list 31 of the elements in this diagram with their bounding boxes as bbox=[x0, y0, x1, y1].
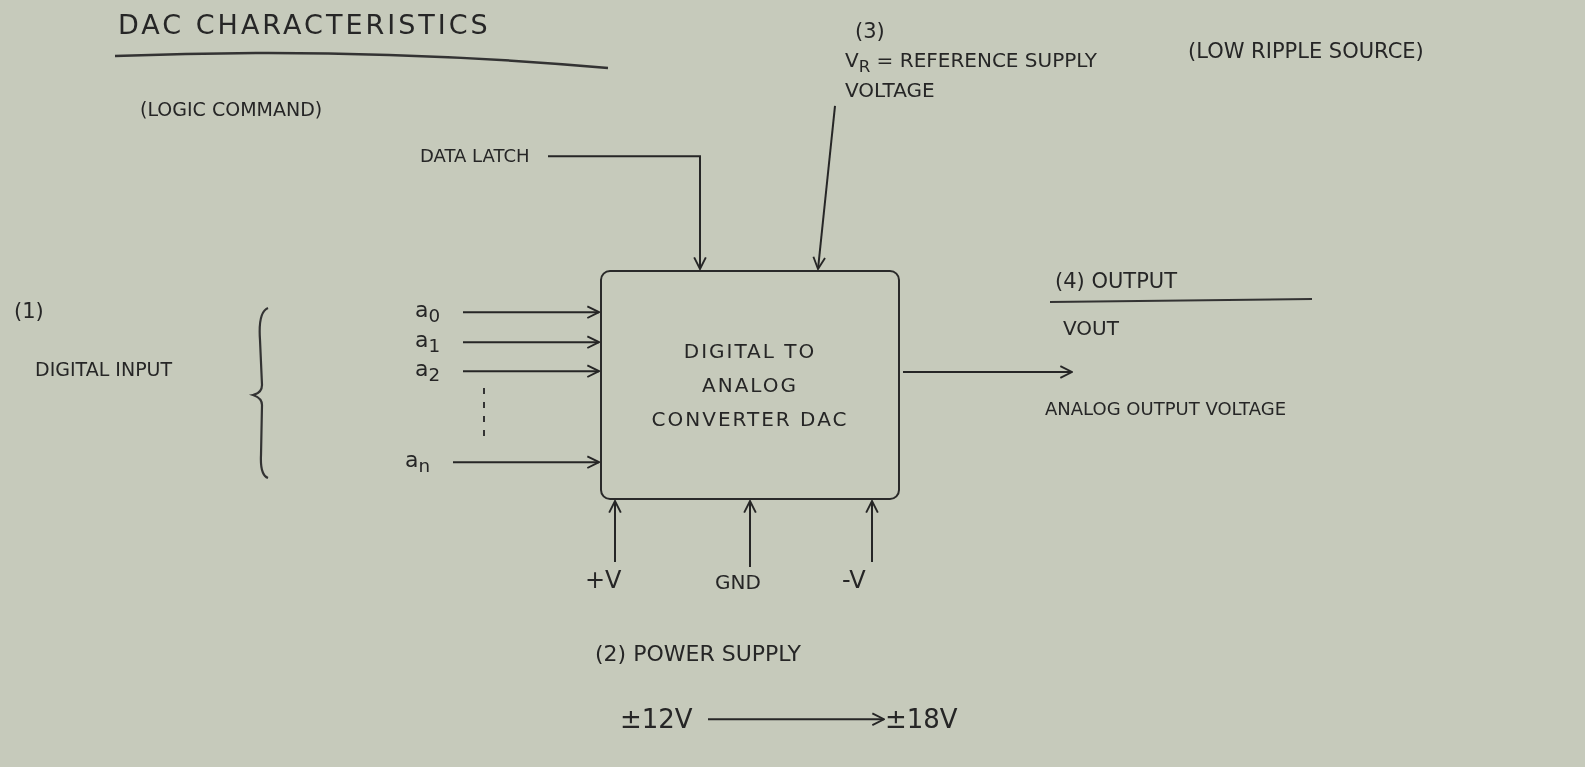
signal-label: a$_{0}$ bbox=[415, 296, 460, 329]
annotation-text: (1) bbox=[14, 298, 45, 325]
annotation-text: ANALOG OUTPUT VOLTAGE bbox=[1045, 398, 1288, 421]
arrow bbox=[902, 365, 1073, 379]
arrow bbox=[608, 500, 622, 563]
signal-label: DATA LATCH bbox=[420, 145, 540, 168]
title: DAC CHARACTERISTICS bbox=[118, 8, 491, 42]
arrow bbox=[462, 364, 600, 378]
arrow bbox=[865, 500, 879, 563]
signal-label: ±18V bbox=[885, 703, 970, 736]
annotation-text: (LOGIC COMMAND) bbox=[140, 98, 324, 122]
arrow bbox=[462, 305, 600, 319]
arrow bbox=[452, 455, 600, 469]
signal-label: a$_{n}$ bbox=[405, 446, 450, 479]
annotation-text: VOUT bbox=[1063, 316, 1120, 341]
signal-label: -V bbox=[842, 565, 902, 595]
annotation-text: (LOW RIPPLE SOURCE) bbox=[1188, 38, 1425, 65]
arrow bbox=[707, 712, 885, 726]
converter-block: DIGITAL TO ANALOG CONVERTER DAC bbox=[600, 270, 900, 500]
annotation-text: (2) POWER SUPPLY bbox=[595, 640, 803, 668]
arrow bbox=[547, 155, 707, 270]
annotation-text: (4) OUTPUT bbox=[1055, 268, 1178, 295]
signal-label: +V bbox=[585, 565, 645, 595]
annotation-text: (3) bbox=[855, 18, 886, 45]
arrow bbox=[743, 500, 757, 568]
signal-label: V$_{R}$ = REFERENCE SUPPLY VOLTAGE bbox=[845, 48, 1165, 103]
annotation-text: DIGITAL INPUT bbox=[35, 358, 174, 382]
signal-label: ±12V bbox=[620, 703, 705, 736]
arrow bbox=[462, 335, 600, 349]
arrow bbox=[812, 104, 836, 270]
signal-label: GND bbox=[715, 570, 785, 595]
